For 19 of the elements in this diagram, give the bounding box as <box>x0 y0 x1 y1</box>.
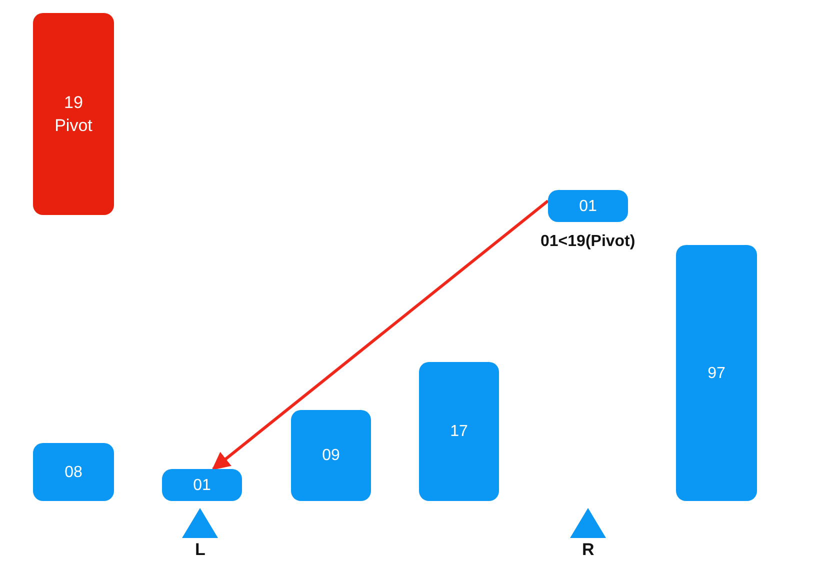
value-label: 09 <box>322 446 340 466</box>
value-label: 01 <box>579 196 597 216</box>
value-label: 08 <box>64 462 82 482</box>
value-label: 19 <box>64 92 83 114</box>
pivot-label: Pivot <box>54 115 92 137</box>
value-card <box>548 190 628 222</box>
value-bar <box>162 469 242 501</box>
pivot-bar <box>33 13 114 215</box>
value-bar <box>291 410 371 501</box>
pointer-label: L <box>195 540 206 559</box>
value-bar <box>419 362 499 501</box>
value-label: 17 <box>450 422 468 442</box>
value-bar <box>33 443 114 501</box>
value-bar <box>676 245 757 501</box>
arrow <box>212 200 549 470</box>
pointer-label: R <box>582 540 594 559</box>
value-label: 97 <box>708 364 726 384</box>
comparison-note: 01<19(Pivot) <box>540 232 636 251</box>
value-label: 01 <box>193 476 211 496</box>
